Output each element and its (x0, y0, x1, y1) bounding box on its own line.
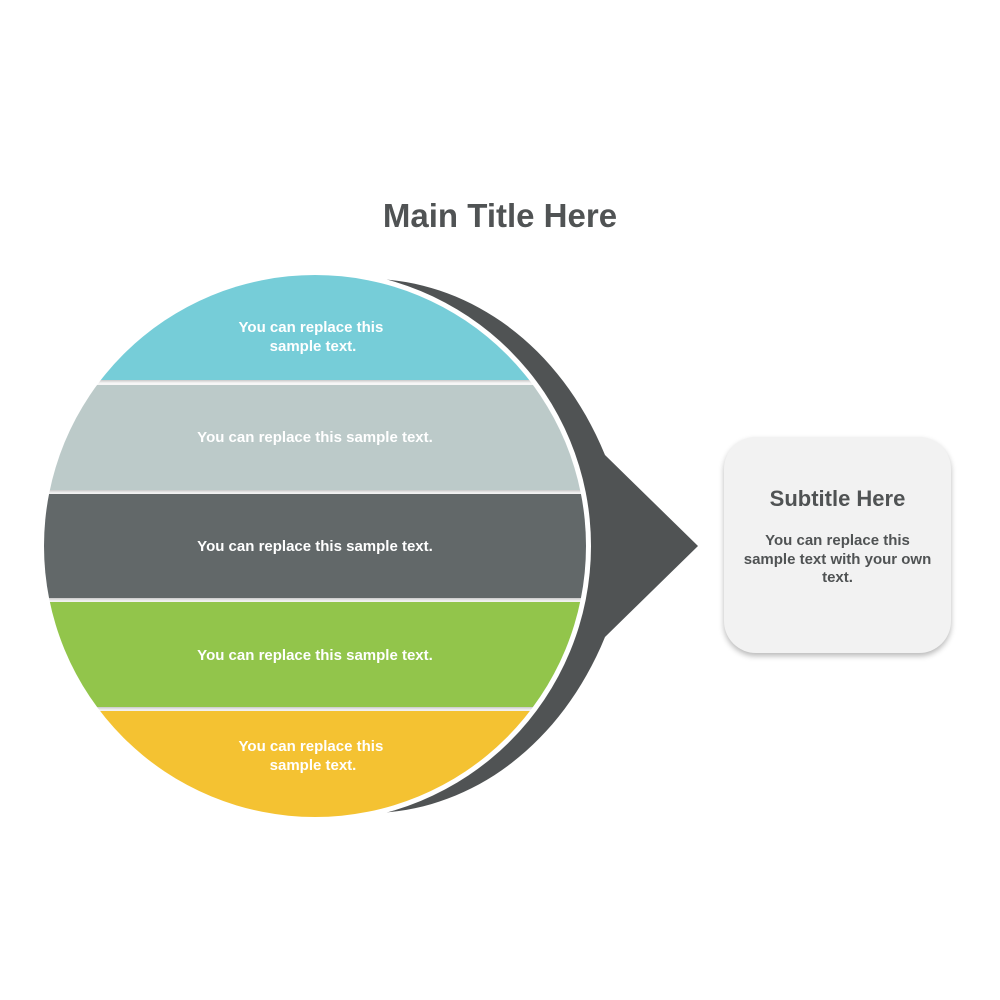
band-4 (44, 602, 586, 707)
callout-card: Subtitle Here You can replace this sampl… (724, 437, 951, 653)
band-3 (44, 494, 586, 598)
callout-body: You can replace this sample text with yo… (743, 532, 932, 586)
main-title: Main Title Here (382, 197, 618, 234)
band-5-text: You can replace this sample text. (239, 738, 388, 774)
band-3-text: You can replace this sample text. (197, 538, 433, 555)
callout-title: Subtitle Here (769, 486, 906, 511)
band-2-text: You can replace this sample text. (197, 429, 433, 446)
band-2 (44, 385, 586, 490)
band-4-text: You can replace this sample text. (197, 647, 433, 664)
band-1-text: You can replace this sample text. (239, 319, 388, 355)
